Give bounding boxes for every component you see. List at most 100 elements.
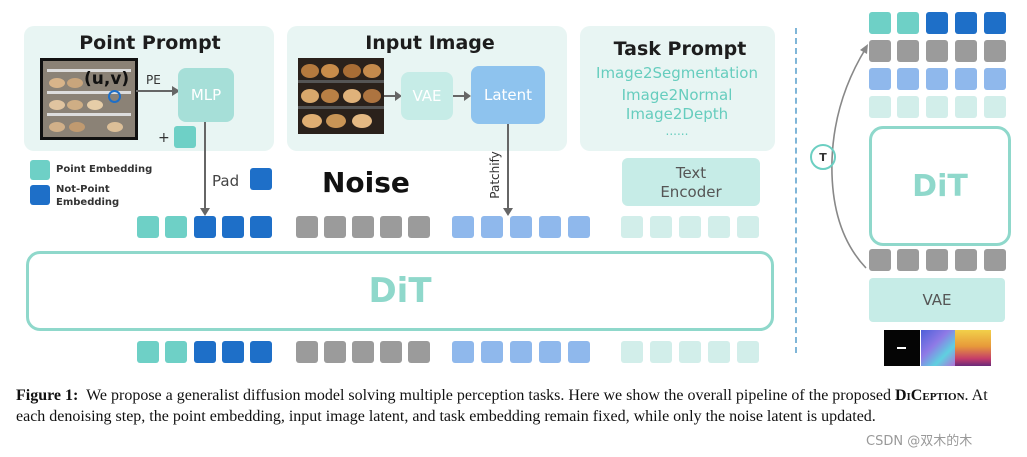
token-noise <box>926 40 948 62</box>
token-noise <box>408 216 430 238</box>
token-task <box>650 341 672 363</box>
figure-label: Figure 1: <box>16 387 79 404</box>
token-noise <box>380 216 402 238</box>
legend-not-point-embedding-label-2: Embedding <box>56 197 120 208</box>
task-item-segmentation: Image2Segmentation <box>596 64 758 82</box>
text-encoder-box <box>622 158 760 206</box>
token-point <box>165 216 187 238</box>
caption-text-2: . At each denoising step, the point embe… <box>16 387 988 425</box>
token-latent <box>539 341 561 363</box>
token-task <box>679 216 701 238</box>
token-task <box>897 96 919 118</box>
token-noise <box>869 249 891 271</box>
token-not-point <box>984 12 1006 34</box>
token-task <box>679 341 701 363</box>
token-noise <box>897 40 919 62</box>
text-encoder-label-1: Text <box>675 164 707 182</box>
token-task <box>708 216 730 238</box>
token-noise <box>955 40 977 62</box>
legend-not-point-embedding-label-1: Not-Point <box>56 184 110 195</box>
caption-text-1: We propose a generalist diffusion model … <box>86 387 891 404</box>
token-latent <box>452 341 474 363</box>
token-noise <box>984 249 1006 271</box>
token-latent <box>568 341 590 363</box>
task-prompt-title: Task Prompt <box>613 38 747 60</box>
point-marker-icon <box>108 90 121 103</box>
vertical-divider <box>795 28 797 353</box>
legend-point-embedding-swatch <box>30 160 50 180</box>
task-item-ellipsis: ...... <box>665 124 689 138</box>
token-not-point <box>194 341 216 363</box>
pad-label: Pad <box>212 172 240 190</box>
token-latent <box>869 68 891 90</box>
plus-label: + <box>158 130 170 146</box>
legend-not-point-embedding-swatch <box>30 185 50 205</box>
uv-coordinate-label: (u,v) <box>84 69 130 89</box>
point-prompt-title: Point Prompt <box>79 32 221 54</box>
patchify-label: Patchify <box>488 151 502 199</box>
token-latent <box>926 68 948 90</box>
token-latent <box>568 216 590 238</box>
timestep-label: T <box>819 150 827 164</box>
token-noise <box>296 341 318 363</box>
pe-arrow <box>136 86 180 96</box>
token-task <box>708 341 730 363</box>
token-noise <box>324 216 346 238</box>
side-vae-box: VAE <box>869 278 1005 322</box>
input-image-title: Input Image <box>365 32 495 54</box>
token-task <box>955 96 977 118</box>
token-noise <box>955 249 977 271</box>
legend-point-embedding-label: Point Embedding <box>56 164 153 175</box>
output-normal-thumb <box>921 330 955 366</box>
output-segmentation-thumb <box>884 330 920 366</box>
token-not-point <box>955 12 977 34</box>
plus-token <box>174 126 196 148</box>
vae-box: VAE <box>401 72 453 120</box>
token-latent <box>510 216 532 238</box>
mlp-down-arrow <box>200 122 210 216</box>
token-point <box>869 12 891 34</box>
token-latent <box>984 68 1006 90</box>
token-task <box>621 216 643 238</box>
token-task <box>869 96 891 118</box>
task-prompt-panel <box>580 26 775 151</box>
token-noise <box>408 341 430 363</box>
token-task <box>984 96 1006 118</box>
token-task <box>926 96 948 118</box>
output-depth-thumb <box>955 330 991 366</box>
pe-label: PE <box>146 73 161 87</box>
token-point <box>897 12 919 34</box>
token-noise <box>984 40 1006 62</box>
token-not-point <box>194 216 216 238</box>
figure-caption: Figure 1: We propose a generalist diffus… <box>16 385 1016 427</box>
token-noise <box>324 341 346 363</box>
token-task <box>650 216 672 238</box>
token-latent <box>452 216 474 238</box>
token-latent <box>481 341 503 363</box>
noise-label: Noise <box>322 166 410 199</box>
image-to-vae-arrow <box>384 91 402 101</box>
token-point <box>137 216 159 238</box>
token-task <box>737 341 759 363</box>
token-noise <box>352 216 374 238</box>
token-point <box>137 341 159 363</box>
token-noise <box>296 216 318 238</box>
token-latent <box>955 68 977 90</box>
pad-token <box>250 168 272 190</box>
token-latent <box>481 216 503 238</box>
patchify-arrow <box>503 124 513 216</box>
token-latent <box>539 216 561 238</box>
task-item-normal: Image2Normal <box>621 86 733 104</box>
token-task <box>737 216 759 238</box>
task-item-depth: Image2Depth <box>625 105 729 123</box>
token-noise <box>352 341 374 363</box>
model-name: DiCeption <box>894 387 965 404</box>
timestep-cycle-icon: T <box>810 144 836 170</box>
token-point <box>165 341 187 363</box>
input-image-picture <box>298 58 384 134</box>
mlp-box: MLP <box>178 68 234 122</box>
watermark: CSDN @双木的木 <box>866 434 973 449</box>
main-dit-block: DiT <box>26 251 774 331</box>
latent-box: Latent <box>471 66 545 124</box>
side-dit-block: DiT <box>869 126 1011 246</box>
